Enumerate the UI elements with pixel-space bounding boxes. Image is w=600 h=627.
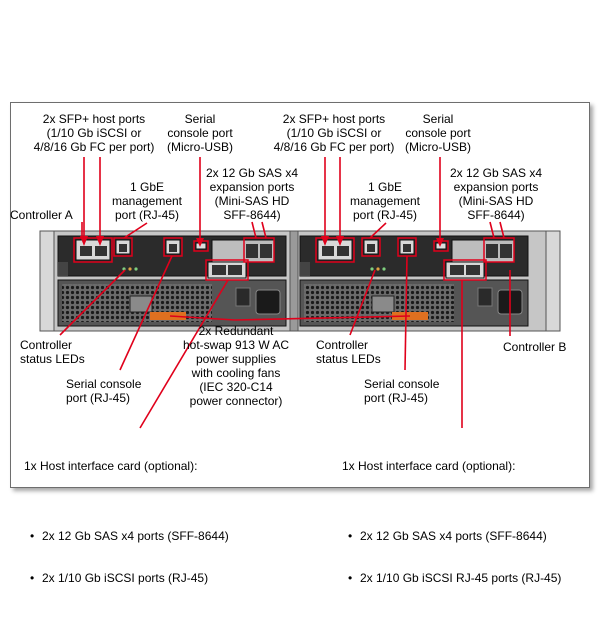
callout-lines bbox=[59, 157, 511, 429]
label-serial-usb-b: Serial console port (Micro-USB) bbox=[405, 112, 471, 154]
psu-b-switch bbox=[477, 287, 493, 307]
center-divider bbox=[289, 230, 299, 332]
rack-ear-left bbox=[39, 230, 55, 332]
psu-a-handle bbox=[150, 312, 186, 320]
label-status-leds-b: Controller status LEDs bbox=[316, 338, 381, 366]
controller-b-module bbox=[299, 235, 529, 279]
hic-item-a-2: 2x 1/10 Gb iSCSI ports (RJ-45) bbox=[24, 571, 229, 585]
hic-item-a-1: 2x 12 Gb SAS x4 ports (SFF-8644) bbox=[24, 529, 229, 543]
label-sfp-ports-a: 2x SFP+ host ports (1/10 Gb iSCSI or 4/8… bbox=[33, 112, 155, 154]
label-mgmt-port-b: 1 GbE management port (RJ-45) bbox=[349, 180, 421, 222]
psu-a-switch bbox=[235, 287, 251, 307]
label-sas-expansion-a: 2x 12 Gb SAS x4 expansion ports (Mini-SA… bbox=[205, 166, 299, 222]
hic-block-a: 1x Host interface card (optional): 2x 12… bbox=[24, 431, 229, 627]
callout-arrowheads bbox=[80, 236, 444, 247]
hic-title-a: 1x Host interface card (optional): bbox=[24, 459, 198, 473]
label-sfp-ports-b: 2x SFP+ host ports (1/10 Gb iSCSI or 4/8… bbox=[273, 112, 395, 154]
label-controller-a: Controller A bbox=[10, 208, 73, 222]
hic-title-b: 1x Host interface card (optional): bbox=[342, 459, 516, 473]
label-serial-rj45-a: Serial console port (RJ-45) bbox=[66, 377, 142, 405]
hic-block-b: 1x Host interface card (optional): 2x 12… bbox=[342, 431, 561, 627]
hic-item-b-1: 2x 12 Gb SAS x4 ports (SFF-8644) bbox=[342, 529, 561, 543]
psu-a bbox=[57, 279, 287, 327]
enclosure-rear-illustration bbox=[39, 157, 561, 429]
label-serial-rj45-b: Serial console port (RJ-45) bbox=[364, 377, 440, 405]
label-status-leds-a: Controller status LEDs bbox=[20, 338, 85, 366]
controller-a-module bbox=[57, 235, 287, 279]
label-serial-usb-a: Serial console port (Micro-USB) bbox=[167, 112, 233, 154]
label-psu: 2x Redundant hot-swap 913 W AC power sup… bbox=[182, 324, 290, 408]
label-mgmt-port-a: 1 GbE management port (RJ-45) bbox=[111, 180, 183, 222]
label-controller-b: Controller B bbox=[503, 340, 567, 354]
label-sas-expansion-b: 2x 12 Gb SAS x4 expansion ports (Mini-SA… bbox=[449, 166, 543, 222]
psu-a-iec-c14 bbox=[255, 289, 281, 315]
rack-ear-right bbox=[545, 230, 561, 332]
psu-b bbox=[299, 279, 529, 327]
hic-item-b-2: 2x 1/10 Gb iSCSI RJ-45 ports (RJ-45) bbox=[342, 571, 561, 585]
